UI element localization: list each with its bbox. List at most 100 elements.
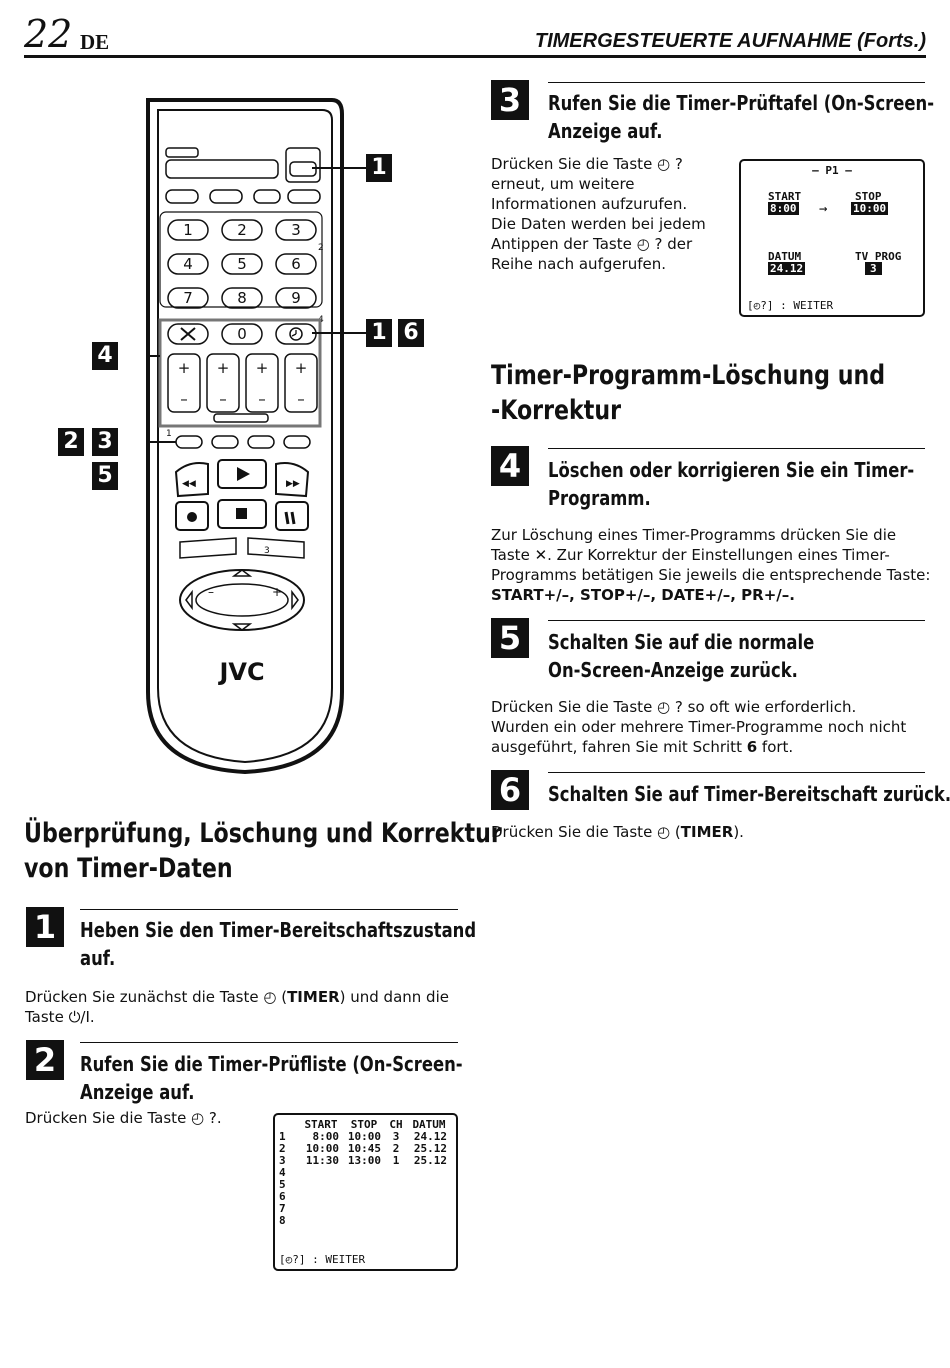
callout-step-1: 1 bbox=[366, 319, 392, 347]
list-cell-start bbox=[299, 1191, 343, 1203]
step-1-title: Heben Sie den Timer-Bereitschaftszustand… bbox=[80, 918, 477, 970]
callout-step-3: 3 bbox=[92, 428, 118, 456]
svg-text:+: + bbox=[295, 359, 308, 377]
svg-text:▶▶: ▶▶ bbox=[286, 479, 300, 489]
step-1-number: 1 bbox=[26, 907, 64, 947]
callout-step-2: 2 bbox=[58, 428, 84, 456]
remote-key-5: 5 bbox=[237, 255, 247, 273]
list-cell-stop: 13:00 bbox=[347, 1154, 381, 1167]
detail-screen-title: – P1 – bbox=[812, 164, 852, 177]
detail-tvprog-value: 3 bbox=[865, 262, 882, 275]
list-cell-stop: 10:45 bbox=[347, 1142, 381, 1155]
list-cell-date bbox=[407, 1215, 451, 1227]
list-screen-footer: [◴?] : WEITER bbox=[279, 1253, 366, 1266]
list-cell-date: 24.12 bbox=[413, 1130, 447, 1143]
callout-step-6: 6 bbox=[398, 319, 424, 347]
remote-key-0: 0 bbox=[237, 325, 247, 343]
step-4-title: Löschen oder korrigieren Sie ein Timer- … bbox=[548, 458, 915, 510]
remote-key-3: 3 bbox=[291, 221, 301, 239]
language-code: DE bbox=[80, 30, 110, 54]
remote-small-label-1: 1 bbox=[166, 429, 172, 439]
step-6-text: Drücken Sie die Taste ◴ (TIMER). bbox=[491, 823, 744, 841]
list-cell-ch bbox=[385, 1191, 407, 1203]
step-2-text: Drücken Sie die Taste ◴ ?. bbox=[25, 1109, 222, 1127]
remote-illustration: 1 2 3 4 5 6 7 8 9 0 2 4 1 3 +– +– +– +– bbox=[146, 98, 366, 775]
svg-text:–: – bbox=[180, 390, 188, 408]
list-cell-start bbox=[299, 1179, 343, 1191]
list-cell-stop bbox=[343, 1167, 385, 1179]
detail-stop-value: 10:00 bbox=[851, 202, 889, 215]
list-row: 2 10:00 10:45 2 25.12 bbox=[279, 1143, 453, 1155]
list-cell-n: 6 bbox=[279, 1190, 286, 1203]
list-cell-n: 4 bbox=[279, 1166, 286, 1179]
detail-screen-footer: [◴?] : WEITER bbox=[747, 299, 834, 312]
step-3-title: Rufen Sie die Timer-Prüftafel (On-Screen… bbox=[548, 91, 935, 143]
svg-text:–: – bbox=[258, 390, 266, 408]
svg-text:◀◀: ◀◀ bbox=[182, 479, 196, 489]
callout-step-4: 4 bbox=[92, 342, 118, 370]
list-row: 8 bbox=[279, 1215, 453, 1227]
step-3-number: 3 bbox=[491, 80, 529, 120]
list-cell-stop bbox=[343, 1179, 385, 1191]
step-3-text: Drücken Sie die Taste ◴ ? erneut, um wei… bbox=[491, 155, 706, 273]
step-6-rule bbox=[548, 772, 925, 773]
list-cell-date bbox=[407, 1203, 451, 1215]
step-1-rule bbox=[80, 909, 458, 910]
remote-small-label-3: 3 bbox=[264, 546, 270, 556]
timer-detail-screen: – P1 – START 8:00 → STOP 10:00 DATUM 24.… bbox=[739, 159, 925, 317]
step-5-number: 5 bbox=[491, 618, 529, 658]
remote-key-9: 9 bbox=[291, 289, 301, 307]
list-cell-ch: 3 bbox=[392, 1130, 400, 1143]
step-2-rule bbox=[80, 1042, 458, 1043]
list-cell-start: 8:00 bbox=[312, 1130, 340, 1143]
list-cell-date bbox=[407, 1179, 451, 1191]
header-rule bbox=[24, 55, 926, 58]
list-cell-date: 25.12 bbox=[413, 1142, 447, 1155]
svg-text:+: + bbox=[256, 359, 269, 377]
step-4-number: 4 bbox=[491, 446, 529, 486]
list-cell-ch: 1 bbox=[392, 1154, 400, 1167]
list-cell-start: 11:30 bbox=[305, 1154, 339, 1167]
remote-key-8: 8 bbox=[237, 289, 247, 307]
page-number: 22 bbox=[24, 12, 73, 56]
list-cell-stop: 10:00 bbox=[347, 1130, 381, 1143]
list-cell-n: 2 bbox=[279, 1142, 286, 1155]
list-cell-start bbox=[299, 1203, 343, 1215]
step-4-text: Zur Löschung eines Timer-Programms drück… bbox=[491, 526, 931, 604]
remote-small-label-2: 2 bbox=[318, 243, 324, 253]
step-1-text: Drücken Sie zunächst die Taste ◴ (TIMER)… bbox=[25, 988, 449, 1026]
list-cell-start bbox=[299, 1215, 343, 1227]
svg-text:–: – bbox=[208, 585, 214, 599]
step-5-rule bbox=[548, 620, 925, 621]
step-6-title: Schalten Sie auf Timer-Bereitschaft zurü… bbox=[548, 782, 950, 806]
remote-key-2: 2 bbox=[237, 221, 247, 239]
remote-key-1: 1 bbox=[183, 221, 193, 239]
remote-key-7: 7 bbox=[183, 289, 193, 307]
list-cell-ch: 2 bbox=[392, 1142, 400, 1155]
list-cell-stop bbox=[343, 1191, 385, 1203]
callout-step-5: 5 bbox=[92, 462, 118, 490]
list-cell-n: 8 bbox=[279, 1214, 286, 1227]
detail-date-value: 24.12 bbox=[768, 262, 806, 275]
arrow-icon: → bbox=[819, 201, 828, 217]
svg-text:–: – bbox=[219, 390, 227, 408]
step-6-number: 6 bbox=[491, 770, 529, 810]
remote-key-6: 6 bbox=[291, 255, 301, 273]
detail-start-value: 8:00 bbox=[768, 202, 799, 215]
step-4-rule bbox=[548, 448, 925, 449]
step-2-title: Rufen Sie die Timer-Prüfliste (On-Screen… bbox=[80, 1052, 463, 1104]
section-title-check: Überprüfung, Löschung und Korrektur von … bbox=[24, 818, 502, 884]
list-cell-start: 10:00 bbox=[305, 1142, 339, 1155]
list-cell-ch bbox=[385, 1179, 407, 1191]
list-cell-date: 25.12 bbox=[413, 1154, 447, 1167]
list-cell-n: 7 bbox=[279, 1202, 286, 1215]
step-5-text: Drücken Sie die Taste ◴ ? so oft wie erf… bbox=[491, 698, 907, 756]
svg-text:+: + bbox=[178, 359, 191, 377]
section-title-delete: Timer-Programm-Löschung und -Korrektur bbox=[491, 360, 886, 426]
step-2-number: 2 bbox=[26, 1040, 64, 1080]
step-5-title: Schalten Sie auf die normale On-Screen-A… bbox=[548, 630, 815, 682]
